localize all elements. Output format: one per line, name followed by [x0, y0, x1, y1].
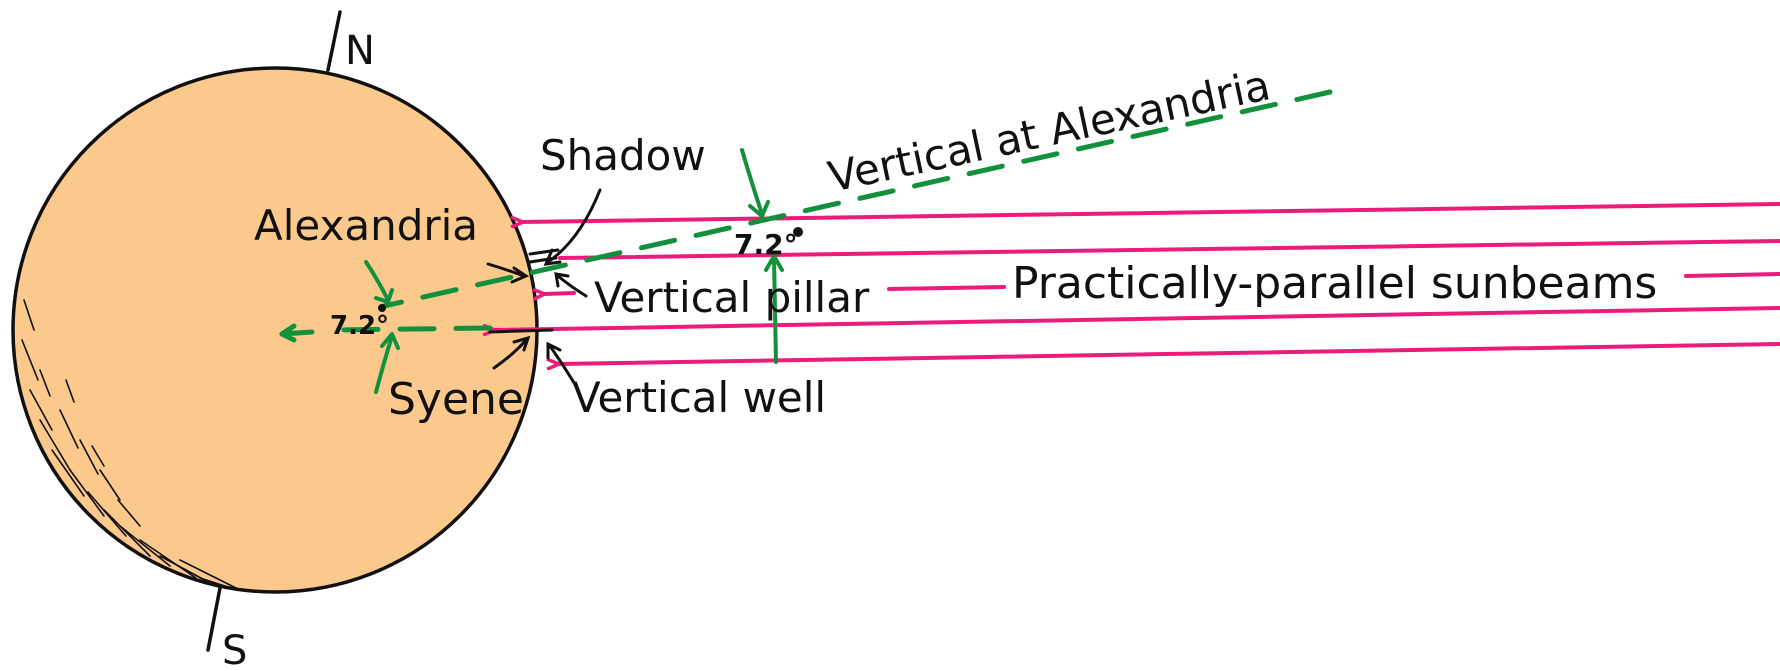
sunbeam-4	[494, 306, 1780, 330]
angle-label-center: 7.2°	[330, 311, 389, 341]
sunbeams	[494, 202, 1780, 364]
syene-vertical	[327, 325, 493, 333]
south-label: S	[222, 628, 247, 671]
degree-dot-center	[378, 304, 386, 312]
sunbeam-3a	[1684, 272, 1780, 278]
sunbeam-2	[558, 239, 1780, 260]
earth-shading	[21, 299, 257, 592]
alexandria-vertical	[279, 89, 1333, 343]
vertical-at-alexandria-label: Vertical at Alexandria	[824, 60, 1275, 202]
vertical-well-label: Vertical well	[572, 373, 826, 422]
pillar-marker	[528, 248, 560, 256]
north-axis	[326, 10, 342, 72]
vertical-pillar-label: Vertical pillar	[594, 273, 870, 322]
sunbeams-label: Practically-parallel sunbeams	[1012, 258, 1657, 309]
south-axis	[206, 586, 222, 652]
syene-label: Syene	[388, 374, 524, 425]
alexandria-label: Alexandria	[254, 201, 478, 250]
site-markers	[486, 188, 602, 388]
sunbeam-3c	[544, 293, 576, 294]
sunbeam-1	[522, 202, 1780, 222]
sunbeam-5	[558, 342, 1780, 364]
sunbeam-3b	[887, 285, 1006, 291]
north-label: N	[345, 28, 375, 74]
earth-globe	[11, 66, 539, 594]
angle-arrows	[364, 148, 784, 394]
shadow-pointer	[546, 188, 602, 264]
degree-dot-beam	[793, 227, 803, 237]
well-marker	[488, 328, 554, 334]
angle-label-beam: 7.2°	[734, 228, 798, 261]
shadow-label: Shadow	[540, 131, 706, 180]
